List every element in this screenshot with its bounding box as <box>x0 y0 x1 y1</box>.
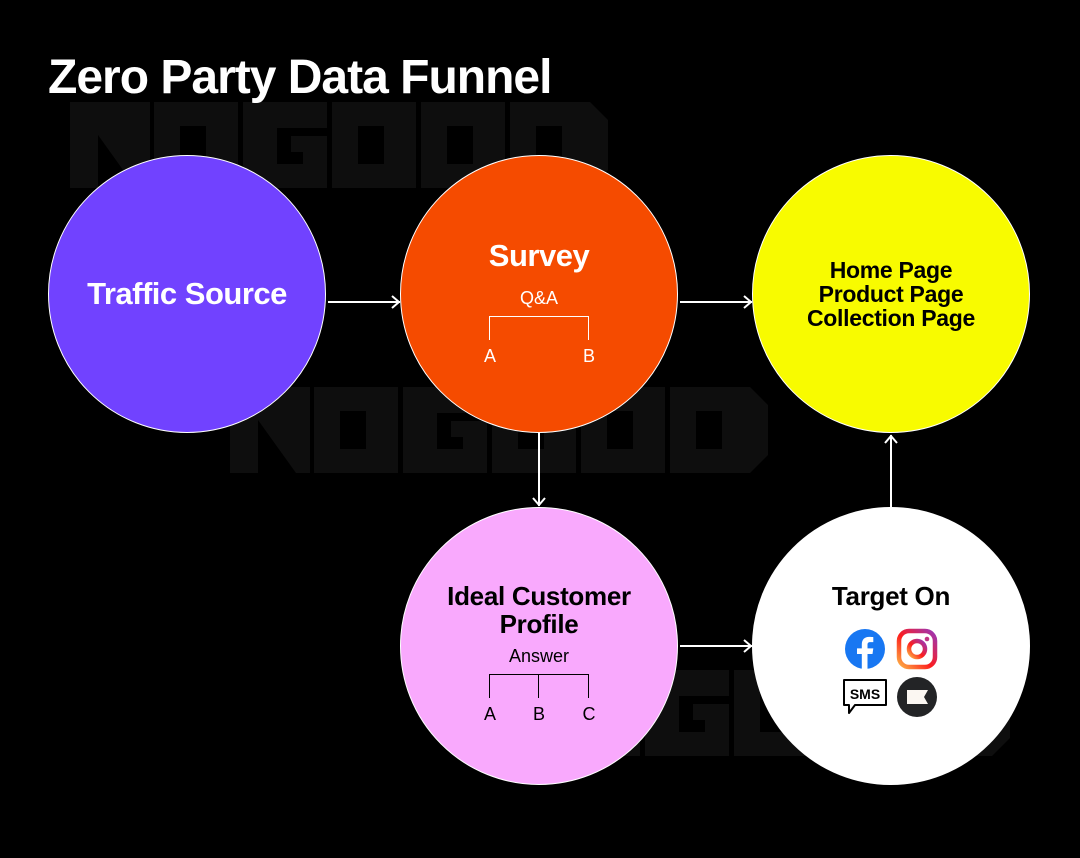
option-label: C <box>582 704 596 724</box>
klaviyo-flag-icon <box>897 677 937 717</box>
node-survey: Survey Q&A A B <box>400 155 678 433</box>
tree-bar <box>489 674 589 675</box>
sms-icon: SMS <box>843 679 887 714</box>
arrow-traffic-to-survey <box>328 295 401 309</box>
node-label: Traffic Source <box>87 276 287 311</box>
page-title: Zero Party Data Funnel <box>48 51 552 104</box>
node-sublabel: Q&A <box>519 288 558 308</box>
tree-leg <box>489 674 490 698</box>
node-label: Ideal Customer <box>447 581 631 611</box>
node-label: Profile <box>499 609 579 639</box>
svg-text:SMS: SMS <box>850 686 880 702</box>
node-pages: Home Page Product Page Collection Page <box>752 155 1030 433</box>
page-type-collection: Collection Page <box>806 305 976 331</box>
tree-leg <box>489 316 490 340</box>
facebook-icon <box>845 629 885 669</box>
icp-option-tree: A B C <box>484 674 596 724</box>
node-sublabel: Answer <box>508 646 570 666</box>
tree-leg <box>588 316 589 340</box>
channel-icons: SMS <box>841 628 941 718</box>
page-type-home: Home Page <box>829 257 953 283</box>
arrow-survey-to-icp <box>532 432 546 507</box>
node-label: Target On <box>831 581 951 611</box>
survey-option-tree: A B <box>484 316 595 366</box>
node-label: Survey <box>488 238 590 273</box>
tree-bar <box>489 316 589 317</box>
option-label: A <box>483 346 496 366</box>
tree-leg <box>588 674 589 698</box>
arrow-icp-to-target <box>680 639 753 653</box>
arrow-target-to-pages <box>884 434 898 509</box>
page-type-product: Product Page <box>818 281 964 307</box>
instagram-icon <box>896 628 938 670</box>
node-ideal-customer-profile: Ideal Customer Profile Answer A B C <box>400 507 678 785</box>
arrow-survey-to-pages <box>680 295 753 309</box>
option-label: A <box>483 704 496 724</box>
tree-leg <box>538 674 539 698</box>
node-target-on: Target On SMS <box>752 507 1030 785</box>
option-label: B <box>532 704 545 724</box>
node-traffic-source: Traffic Source <box>48 155 326 433</box>
option-label: B <box>582 346 595 366</box>
